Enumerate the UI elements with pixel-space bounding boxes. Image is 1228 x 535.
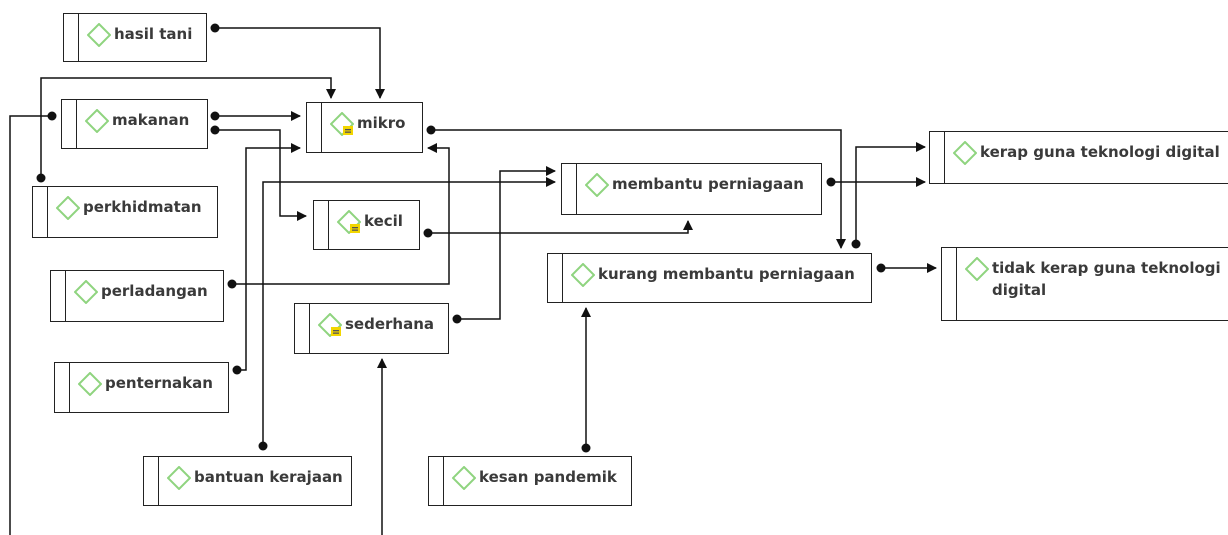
code-diamond-icon — [571, 263, 595, 287]
node-sederhana[interactable]: sederhana — [294, 303, 449, 354]
node-divider — [328, 201, 329, 249]
node-divider — [576, 164, 577, 214]
code-diamond-icon — [78, 372, 102, 396]
link-dot — [452, 314, 462, 324]
code-diamond-memo-icon — [337, 210, 361, 234]
node-makanan[interactable]: makanan — [61, 99, 208, 149]
link-bantuan-membantu — [262, 177, 556, 446]
node-hasil-tani[interactable]: hasil tani — [63, 13, 207, 62]
node-divider — [78, 14, 79, 61]
code-diamond-icon — [953, 141, 977, 165]
link-dot — [876, 263, 886, 273]
node-divider — [69, 363, 70, 412]
link-dot — [210, 111, 220, 121]
node-kecil[interactable]: kecil — [313, 200, 420, 250]
node-divider — [47, 187, 48, 237]
node-label: perladangan — [101, 282, 208, 300]
node-label: makanan — [112, 111, 190, 129]
code-diamond-icon — [585, 173, 609, 197]
node-penternakan[interactable]: penternakan — [54, 362, 229, 413]
code-diamond-icon — [965, 257, 989, 281]
node-bantuan-kerajaan[interactable]: bantuan kerajaan — [143, 456, 352, 506]
node-divider — [443, 457, 444, 505]
link-perladangan-mikro — [232, 143, 450, 285]
code-diamond-icon — [167, 466, 191, 490]
link-makanan-kecil — [215, 129, 307, 221]
node-mikro[interactable]: mikro — [306, 102, 423, 153]
node-kerap-guna-teknologi-digital[interactable]: kerap guna teknologi digital — [929, 131, 1228, 184]
link-dot — [826, 177, 836, 187]
node-divider — [76, 100, 77, 148]
node-label: kerap guna teknologi digital — [980, 143, 1220, 161]
link-dot — [426, 125, 436, 135]
node-perladangan[interactable]: perladangan — [50, 270, 224, 322]
link-dot — [232, 365, 242, 375]
code-diamond-memo-icon — [330, 112, 354, 136]
link-kurang-kerap — [855, 142, 926, 244]
node-label: penternakan — [105, 374, 213, 392]
code-diamond-icon — [85, 109, 109, 133]
link-hasil-tani-mikro — [215, 27, 385, 99]
code-diamond-memo-icon — [318, 313, 342, 337]
link-dot — [258, 441, 268, 451]
node-label: perkhidmatan — [83, 198, 202, 216]
link-dot — [581, 443, 591, 453]
node-label: kecil — [364, 212, 403, 230]
link-kecil-membantu — [428, 220, 693, 234]
link-perkhidmatan-mikro — [40, 77, 336, 178]
link-mikro-kurang — [431, 129, 846, 249]
code-diamond-icon — [87, 23, 111, 47]
code-diamond-icon — [452, 466, 476, 490]
node-label: sederhana — [345, 315, 435, 333]
code-diamond-icon — [56, 196, 80, 220]
link-dot — [210, 125, 220, 135]
node-label: tidak kerap guna teknologi digital — [992, 259, 1221, 299]
node-label: bantuan kerajaan — [194, 468, 343, 486]
link-sederhana-membantu — [457, 166, 556, 320]
link-dot — [36, 173, 46, 183]
link-dot — [210, 23, 220, 33]
node-label: kesan pandemik — [479, 468, 617, 486]
node-membantu-perniagaan[interactable]: membantu perniagaan — [561, 163, 822, 215]
node-perkhidmatan[interactable]: perkhidmatan — [32, 186, 218, 238]
link-dot — [851, 239, 861, 249]
node-divider — [321, 103, 322, 152]
link-dot — [227, 279, 237, 289]
node-divider — [158, 457, 159, 505]
node-kurang-membantu-perniagaan[interactable]: kurang membantu perniagaan — [547, 253, 872, 303]
node-divider — [944, 132, 945, 183]
link-dot — [47, 111, 57, 121]
node-divider — [309, 304, 310, 353]
node-tidak-kerap-guna-teknologi-digital[interactable]: tidak kerap guna teknologi digital — [941, 247, 1228, 321]
node-label: hasil tani — [114, 25, 193, 43]
node-label: kurang membantu perniagaan — [598, 265, 855, 283]
code-diamond-icon — [74, 280, 98, 304]
link-dot — [423, 228, 433, 238]
node-divider — [65, 271, 66, 321]
node-divider — [956, 248, 957, 320]
node-label: mikro — [357, 114, 406, 132]
link-left-makanan — [9, 115, 52, 535]
node-kesan-pandemik[interactable]: kesan pandemik — [428, 456, 632, 506]
node-divider — [562, 254, 563, 302]
node-label: membantu perniagaan — [612, 175, 804, 193]
